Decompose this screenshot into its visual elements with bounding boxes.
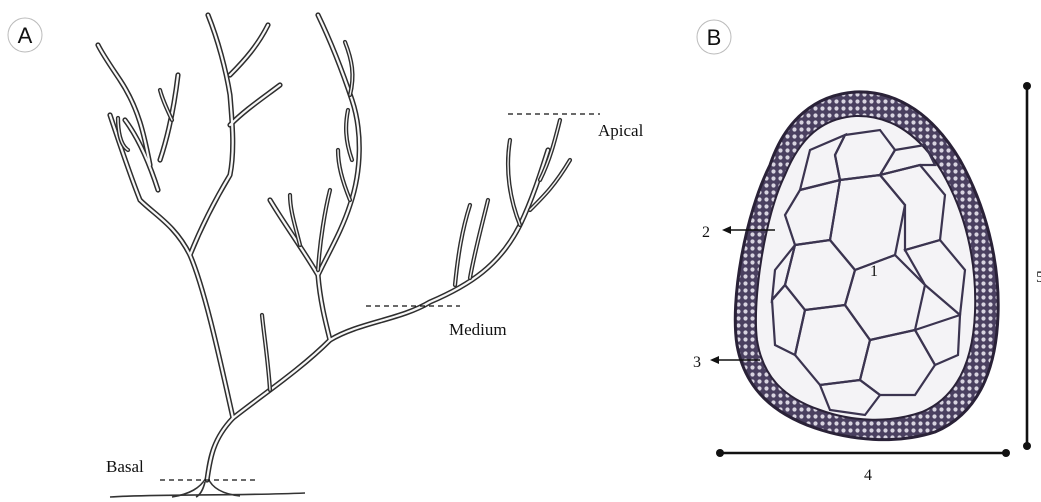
height-bar-end-bottom: [1023, 442, 1031, 450]
panel-b: B 1: [693, 20, 1041, 484]
pointer-3-arrowhead: [710, 356, 719, 364]
apical-label: Apical: [598, 121, 644, 140]
height-bar-end-top: [1023, 82, 1031, 90]
center-label: 1: [870, 263, 878, 280]
panel-a-letter: A: [18, 23, 33, 48]
medium-label: Medium: [449, 320, 507, 339]
pointer-3-label: 3: [693, 354, 701, 371]
width-bar-end-right: [1002, 449, 1010, 457]
height-bar-label: 5: [1036, 269, 1041, 286]
width-bar-label: 4: [864, 467, 872, 484]
thallus: [98, 15, 570, 480]
pointer-2-arrowhead: [722, 226, 731, 234]
width-bar-end-left: [716, 449, 724, 457]
pointer-2-label: 2: [702, 224, 710, 241]
ground-line: [110, 493, 305, 497]
basal-label: Basal: [106, 457, 144, 476]
panel-a: A: [8, 15, 644, 497]
panel-b-letter: B: [707, 25, 722, 50]
cross-section: 1: [735, 92, 998, 440]
